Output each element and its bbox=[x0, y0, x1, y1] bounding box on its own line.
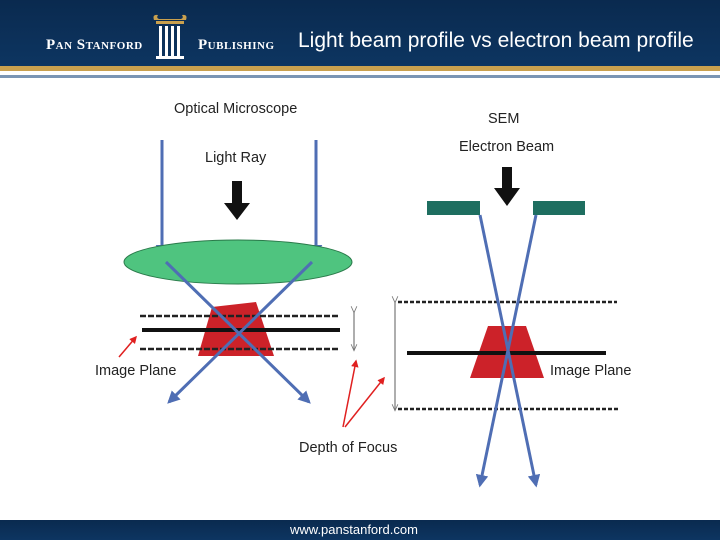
depth-pointer-to-right bbox=[344, 376, 385, 428]
light-ray-down-arrow-icon bbox=[224, 181, 250, 220]
header-gold-stripe bbox=[0, 66, 720, 71]
light-ray-converging-a bbox=[164, 260, 311, 404]
sem-label: SEM bbox=[488, 111, 520, 127]
sem-group bbox=[395, 167, 619, 488]
optical-microscope-label: Optical Microscope bbox=[174, 101, 298, 117]
brand-name-right: Publishing bbox=[198, 37, 275, 53]
footer-bar: www.panstanford.com bbox=[0, 520, 720, 540]
image-plane-pointer-left bbox=[118, 335, 137, 358]
electron-beam-label: Electron Beam bbox=[459, 139, 555, 155]
objective-lens bbox=[123, 239, 353, 285]
image-plane-label-right: Image Plane bbox=[550, 363, 632, 379]
header-white-stripe bbox=[0, 71, 720, 75]
brand-name-left: Pan Stanford bbox=[46, 37, 143, 53]
light-ray-converging-b bbox=[167, 260, 314, 404]
light-ray-label: Light Ray bbox=[205, 150, 267, 166]
electron-beam-b bbox=[475, 214, 538, 488]
optical-microscope-group bbox=[118, 140, 354, 404]
image-plane-label-left: Image Plane bbox=[95, 363, 177, 379]
electron-beam-down-arrow-icon bbox=[494, 167, 520, 206]
column-logo-icon bbox=[153, 14, 187, 59]
aperture-right bbox=[533, 201, 585, 215]
header-bar bbox=[0, 0, 720, 66]
depth-pointer-to-left bbox=[342, 359, 359, 428]
depth-of-focus-label: Depth of Focus bbox=[299, 440, 398, 456]
slide-title: Light beam profile vs electron beam prof… bbox=[298, 29, 694, 52]
header-blue-stripe bbox=[0, 75, 720, 78]
aperture-left bbox=[427, 201, 480, 215]
footer-url[interactable]: www.panstanford.com bbox=[290, 522, 418, 537]
